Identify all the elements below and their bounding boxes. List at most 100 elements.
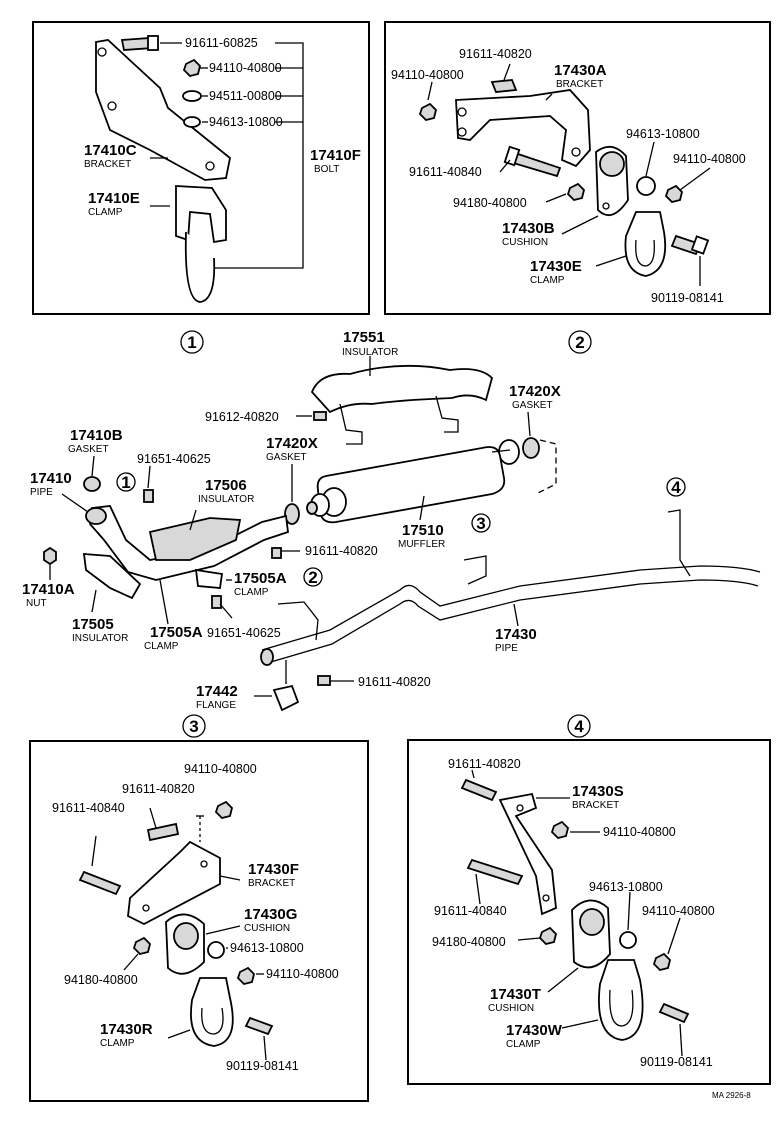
part-name-label: 17430R xyxy=(100,1021,153,1038)
part-desc-label: FLANGE xyxy=(196,700,236,711)
part-name-label: 17430A xyxy=(554,62,607,79)
part-name-label: 17551 xyxy=(343,329,385,346)
part-name-label: 17430S xyxy=(572,783,624,800)
part-desc-label: CLAMP xyxy=(506,1039,541,1050)
u-bolt-part xyxy=(184,231,216,303)
insulator-17551-part xyxy=(310,364,494,414)
part-desc-label: INSULATOR xyxy=(342,347,398,358)
part-desc-label: CLAMP xyxy=(88,207,123,218)
clamp-17430w-part xyxy=(598,959,644,1041)
part-desc-label: GASKET xyxy=(266,452,307,463)
part-name-label: 17430 xyxy=(495,626,537,643)
part-desc-label: BRACKET xyxy=(572,800,619,811)
clamp-17430r-part xyxy=(190,977,234,1047)
part-desc-label: PIPE xyxy=(30,487,53,498)
part-name-label: 17442 xyxy=(196,683,238,700)
part-number-label: 94110-40800 xyxy=(209,61,282,75)
part-number-label: 94110-40800 xyxy=(391,68,464,82)
callout-number: 4 xyxy=(671,478,681,497)
part-number-label: 94613-10800 xyxy=(626,127,700,141)
part-name-label: 17506 xyxy=(205,477,247,494)
bracket-17430s-part xyxy=(498,792,557,916)
detail-section-4: 4 91611-40820 17430S BRACKET 94110-40800 xyxy=(407,714,771,1085)
gasket-part xyxy=(284,503,300,525)
callout-number: 4 xyxy=(574,717,584,736)
nut-part xyxy=(182,58,201,77)
insulator-17506-part xyxy=(148,517,242,561)
callout-circle-1 xyxy=(180,330,204,354)
clamp-17430e-part xyxy=(624,211,667,277)
part-number-label: 91611-40840 xyxy=(409,165,482,179)
part-number-label: 94613-10800 xyxy=(589,880,663,894)
part-name-label: 17510 xyxy=(402,522,444,539)
part-number-label: 94110-40800 xyxy=(642,904,715,918)
gasket-part xyxy=(522,437,540,459)
callout-number: 1 xyxy=(187,333,196,352)
part-number-label: 94613-10800 xyxy=(230,941,304,955)
callout-circle-2 xyxy=(568,330,592,354)
part-name-label: 17430T xyxy=(490,986,541,1003)
part-name-label: 17430E xyxy=(530,258,582,275)
part-name-label: 17430G xyxy=(244,906,297,923)
part-number-label: 94110-40800 xyxy=(603,825,676,839)
detail-section-1: 91611-60825 94110-40800 94511-00800 9461… xyxy=(32,21,370,354)
part-number-label: 91651-40625 xyxy=(207,626,281,640)
callout-number: 2 xyxy=(308,568,317,587)
muffler-17510-part xyxy=(316,446,506,524)
part-desc-label: NUT xyxy=(26,598,47,609)
part-desc-label: CLAMP xyxy=(234,587,269,598)
part-desc-label: BRACKET xyxy=(84,159,131,170)
part-number-label: 94180-40800 xyxy=(64,973,138,987)
part-number-label: 91611-40820 xyxy=(305,544,378,558)
part-number-label: 94180-40800 xyxy=(432,935,506,949)
part-name-label: 17505A xyxy=(234,570,287,587)
part-desc-label: GASKET xyxy=(68,444,109,455)
detail-section-3: 3 94110-40800 91611-40820 91611-40840 1 xyxy=(29,714,369,1102)
insulator-17505-part xyxy=(82,553,142,600)
part-number-label: 94110-40800 xyxy=(673,152,746,166)
part-desc-label: GASKET xyxy=(512,400,553,411)
part-number-label: 91611-40820 xyxy=(122,782,195,796)
part-desc-label: INSULATOR xyxy=(72,633,128,644)
part-desc-label: CLAMP xyxy=(100,1038,135,1049)
part-number-label: 91611-40840 xyxy=(434,904,507,918)
part-desc-label: CUSHION xyxy=(244,923,290,934)
callout-circle-4 xyxy=(567,714,591,738)
callout-number: 3 xyxy=(189,717,198,736)
callout-number: 2 xyxy=(575,333,584,352)
part-name-label: 17505 xyxy=(72,616,114,633)
callout-number: 1 xyxy=(121,473,130,492)
part-desc-label: CUSHION xyxy=(488,1003,534,1014)
part-name-label: 17410A xyxy=(22,581,75,598)
bracket-17430a-part xyxy=(455,89,591,168)
part-name-label: 17430B xyxy=(502,220,555,237)
part-desc-label: BRACKET xyxy=(556,79,603,90)
part-name-label: 17410B xyxy=(70,427,123,444)
bracket-17410c-part xyxy=(95,39,231,181)
part-desc-label: CLAMP xyxy=(144,641,179,652)
callout-circle-3 xyxy=(182,714,206,738)
part-name-label: 17420X xyxy=(509,383,561,400)
detail-box-2 xyxy=(384,21,771,315)
part-name-label: 17410E xyxy=(88,190,140,207)
clamp-part xyxy=(194,568,224,589)
flange-17442-part xyxy=(272,684,300,712)
part-number-label: 90119-08141 xyxy=(640,1055,713,1069)
part-name-label: 17410C xyxy=(84,142,137,159)
part-name-label: 17430W xyxy=(506,1022,563,1039)
part-number-label: 91611-40820 xyxy=(358,675,431,689)
part-number-label: 94180-40800 xyxy=(453,196,527,210)
part-number-label: 91611-40840 xyxy=(52,801,125,815)
part-desc-label: PIPE xyxy=(495,643,518,654)
part-number-label: 94110-40800 xyxy=(184,762,257,776)
detail-box-4 xyxy=(407,739,771,1085)
clamp-17410e-part xyxy=(175,185,227,244)
part-number-label: 94613-10800 xyxy=(209,115,283,129)
part-number-label: 90119-08141 xyxy=(651,291,724,305)
part-desc-label: BOLT xyxy=(314,164,339,175)
detail-box-3 xyxy=(29,740,369,1102)
part-number-label: 90119-08141 xyxy=(226,1059,299,1073)
part-name-label: 17420X xyxy=(266,435,318,452)
